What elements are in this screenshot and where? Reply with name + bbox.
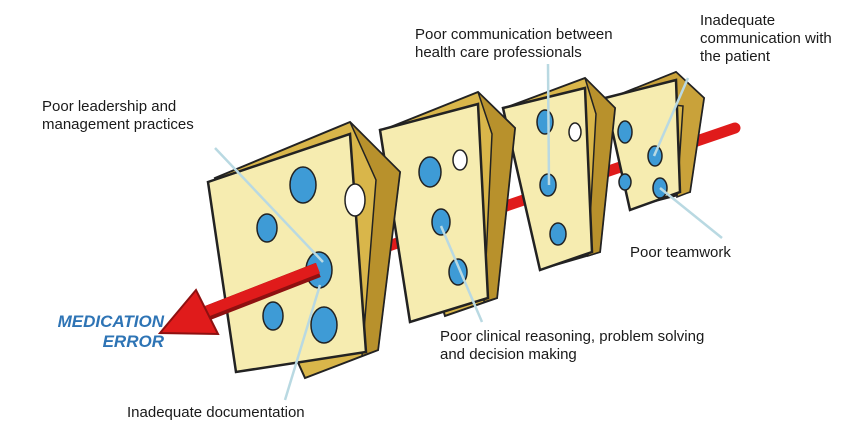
label-documentation-line-1: Inadequate documentation [127,404,305,422]
label-communication-patient-line-3: the patient [700,48,832,66]
leader-communication-professionals [548,64,549,185]
label-clinical-reasoning-line-1: Poor clinical reasoning, problem solving [440,328,704,346]
label-leadership-line-1: Poor leadership and [42,98,194,116]
label-clinical-reasoning-line-2: and decision making [440,346,704,364]
label-communication-professionals: Poor communication between health care p… [415,26,613,62]
label-clinical-reasoning: Poor clinical reasoning, problem solving… [440,328,704,364]
medication-error-label: MEDICATION ERROR [12,312,164,352]
label-communication-patient-line-1: Inadequate [700,12,832,30]
label-communication-professionals-line-2: health care professionals [415,44,613,62]
label-teamwork-line-1: Poor teamwork [630,244,731,262]
cheese-slice-4 [605,72,704,210]
label-leadership-line-2: management practices [42,116,194,134]
leader-teamwork [660,188,722,238]
cheese-slice-2 [380,92,515,322]
label-leadership: Poor leadership and management practices [42,98,194,134]
label-communication-professionals-line-1: Poor communication between [415,26,613,44]
error-label-line-1: MEDICATION [12,312,164,332]
label-communication-patient-line-2: communication with [700,30,832,48]
label-communication-patient: Inadequate communication with the patien… [700,12,832,66]
label-teamwork: Poor teamwork [630,244,731,262]
label-documentation: Inadequate documentation [127,404,305,422]
cheese-slice-3 [503,78,615,270]
error-label-line-2: ERROR [12,332,164,352]
